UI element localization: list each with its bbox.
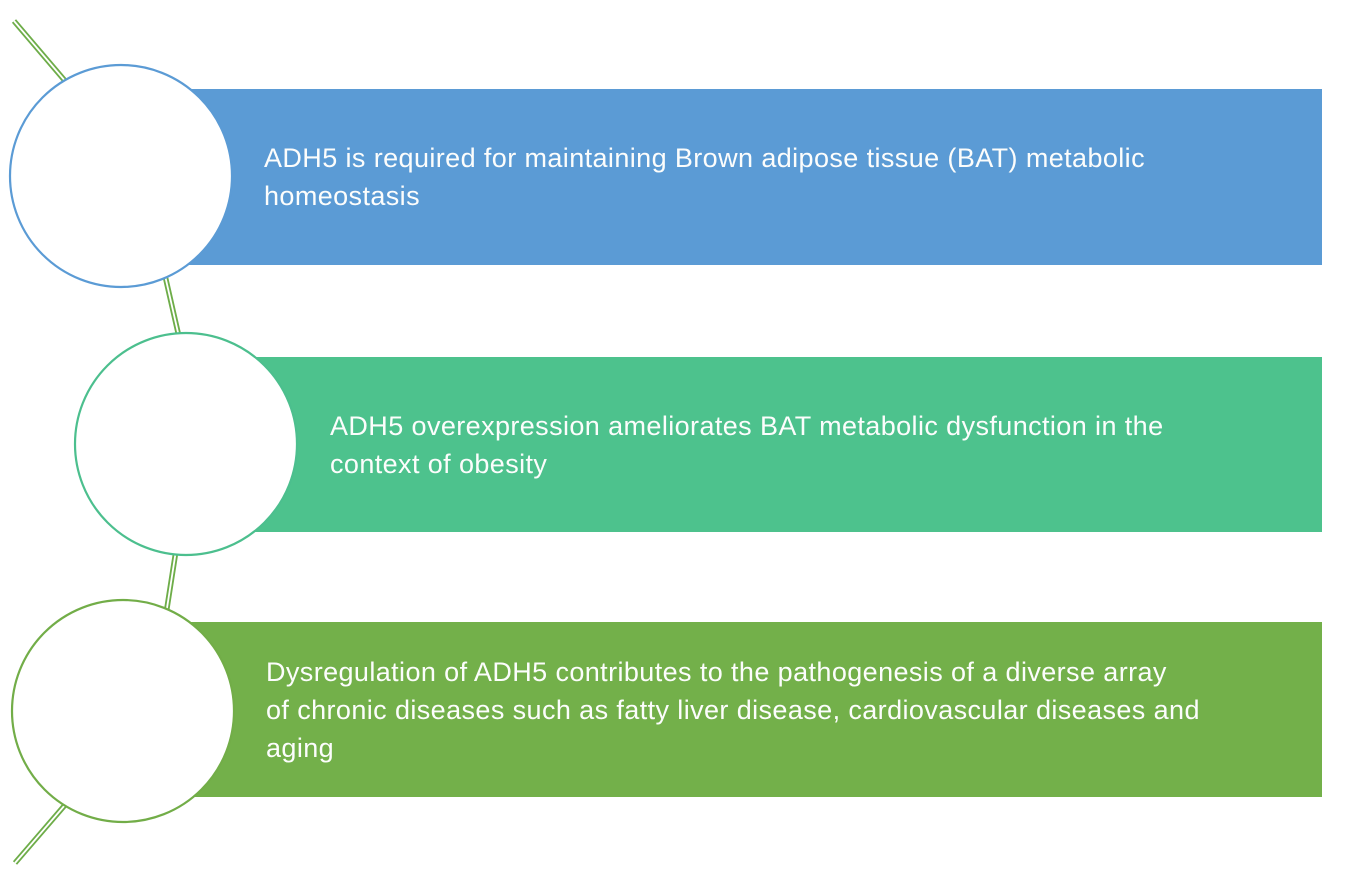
connector-line bbox=[11, 19, 200, 865]
step-1-text-line-1: ADH5 is required for maintaining Brown a… bbox=[264, 143, 1145, 173]
step-1-text-line-2: homeostasis bbox=[264, 181, 420, 211]
step-bar-1: ADH5 is required for maintaining Brown a… bbox=[186, 89, 1322, 265]
step-3-text-line-1: Dysregulation of ADH5 contributes to the… bbox=[266, 656, 1167, 687]
step-3-text-line-3: aging bbox=[266, 732, 335, 763]
step-bar-2: ADH5 overexpression ameliorates BAT meta… bbox=[252, 357, 1322, 532]
step-3-text-line-2: of chronic diseases such as fatty liver … bbox=[266, 694, 1200, 725]
connector-line-gap bbox=[13, 20, 198, 864]
step-2-text-line-2: context of obesity bbox=[330, 448, 548, 479]
step-2-text-line-1: ADH5 overexpression ameliorates BAT meta… bbox=[330, 410, 1164, 441]
step-bar-3: Dysregulation of ADH5 contributes to the… bbox=[188, 622, 1322, 797]
